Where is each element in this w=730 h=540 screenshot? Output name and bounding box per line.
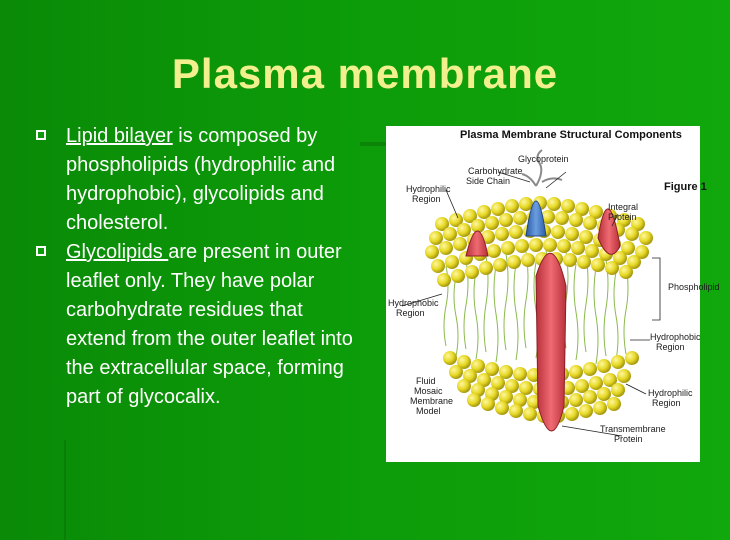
transmembrane-protein-shape [535, 253, 567, 432]
label-mosaic: Mosaic [414, 386, 443, 396]
bottom-leaflet-head-groups [443, 351, 639, 423]
decorative-vertical-line [64, 440, 66, 540]
label-leader-lines [401, 171, 661, 437]
label-integral-protein: Protein [608, 212, 637, 222]
label-membrane: Membrane [410, 396, 453, 406]
label-hydrophobic-left: Hydrophobic [388, 298, 439, 308]
label-transmembrane: Transmembrane [600, 424, 666, 434]
integral-protein-shape [597, 208, 621, 255]
label-hydrophobic-right-region: Region [656, 342, 685, 352]
label-hydrophilic-top-region: Region [412, 194, 441, 204]
figure-title: Plasma Membrane Structural Components [460, 129, 682, 141]
label-carbohydrate: Carbohydrate [468, 166, 523, 176]
label-model: Model [416, 406, 441, 416]
bullet-underlined-term: Glycolipids [66, 241, 169, 263]
bullet-text: are present in outer leaflet only. They … [66, 241, 353, 408]
label-fluid: Fluid [416, 376, 436, 386]
label-integral: Integral [608, 202, 638, 212]
label-phospholipid: Phospholipid [668, 282, 720, 292]
label-hydrophobic-right: Hydrophobic [650, 332, 701, 342]
membrane-diagram-svg: Plasma Membrane Structural Components Gl… [388, 129, 720, 444]
label-glycoprotein: Glycoprotein [518, 154, 569, 164]
label-hydrophobic-left-region: Region [396, 308, 425, 318]
label-transmembrane-protein: Protein [614, 434, 643, 444]
bullet-underlined-term: Lipid bilayer [66, 125, 173, 147]
label-hydrophilic-top: Hydrophilic [406, 184, 451, 194]
slide-title: Plasma membrane [171, 50, 559, 97]
membrane-diagram: Plasma Membrane Structural Components Gl… [386, 126, 720, 462]
label-side-chain: Side Chain [466, 176, 510, 186]
bullet-text: is composed by phospholipids (hydrophili… [66, 125, 336, 234]
square-bullet-icon [36, 130, 46, 140]
bullet-item: Lipid bilayer is composed by phospholipi… [36, 122, 366, 238]
figure-number-label: Figure 1 [664, 181, 707, 193]
bullet-list: Lipid bilayer is composed by phospholipi… [36, 122, 366, 412]
label-hydrophilic-bottom-region: Region [652, 398, 681, 408]
carbohydrate-chain-icon [521, 149, 563, 187]
glycoprotein-shape [525, 200, 547, 237]
decorative-horizontal-line [360, 142, 390, 146]
square-bullet-icon [36, 246, 46, 256]
bullet-item: Glycolipids are present in outer leaflet… [36, 238, 366, 412]
peripheral-protein-shape [465, 230, 489, 257]
label-hydrophilic-bottom: Hydrophilic [648, 388, 693, 398]
